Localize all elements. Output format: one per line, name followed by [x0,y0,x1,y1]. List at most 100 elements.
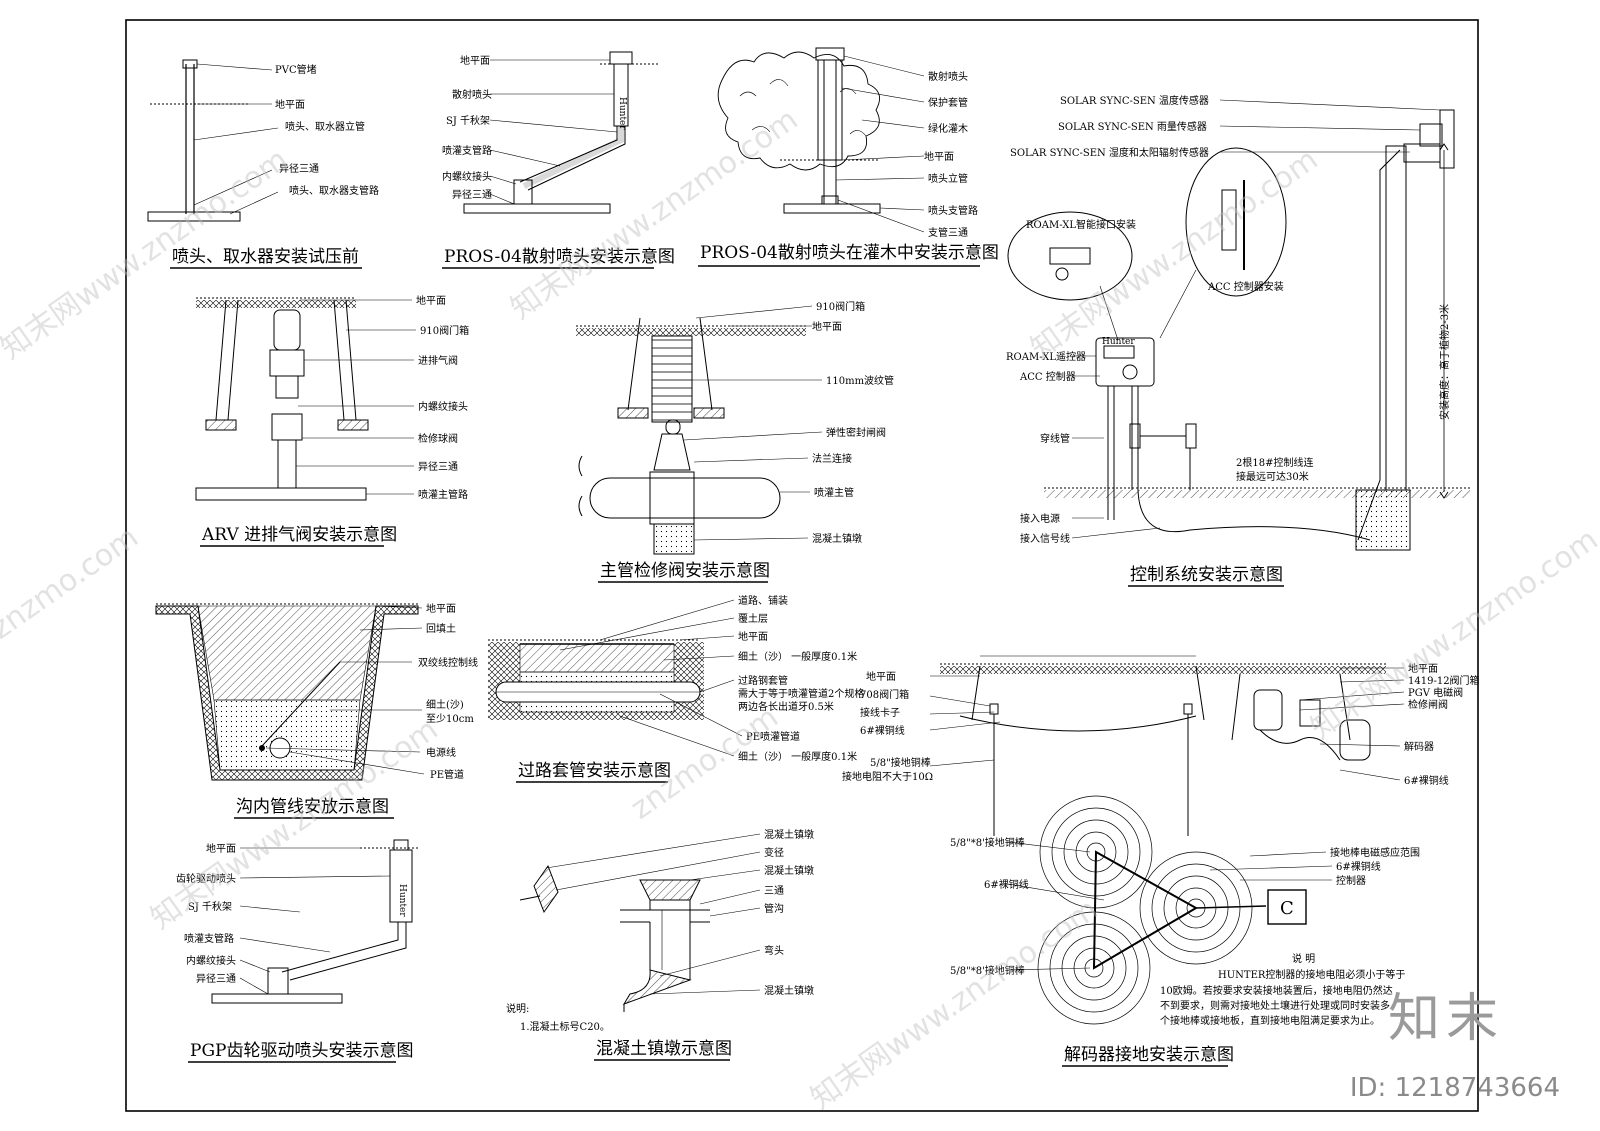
label: 接线卡子 [860,706,900,719]
panel-title: 过路套管安装示意图 [518,761,671,781]
label: 内螺纹接头 [186,954,236,967]
label: 地平面 [416,294,446,307]
panel-title: 主管检修阀安装示意图 [600,561,770,581]
label: PE管道 [430,768,464,781]
label: SJ 千秋架 [446,114,490,127]
sheet-frame [125,19,1479,1112]
label: 细土(沙) [426,698,464,711]
label: 道路、铺装 [738,594,788,607]
note-line: 10欧姆。若按要求安装接地装置后，接地电阻仍然达 [1160,984,1393,997]
label: 6#裸铜线 [984,878,1029,891]
note-line: 不到要求，则需对接地处土壤进行处理或同时安装多 [1160,999,1390,1012]
label: 回填土 [426,622,456,635]
panel-pros04-shrub: 散射喷头 保护套管 绿化灌木 地平面 喷头立管 喷头支管路 支管三通 PROS-… [698,47,999,267]
label: 混凝土镇墩 [764,864,814,877]
note-title: 说 明 [1292,952,1315,965]
label: SOLAR SYNC-SEN 雨量传感器 [1058,120,1207,133]
label: 绿化灌木 [928,122,968,135]
label: 混凝土镇墩 [812,532,862,545]
panel-title: ARV 进排气阀安装示意图 [201,525,397,545]
label: 1419-12阀门箱 [1408,674,1480,687]
label: 喷头支管路 [928,204,978,217]
label: 喷头立管 [928,172,968,185]
panel-title: 喷头、取水器安装试压前 [172,247,359,267]
label: 110mm波纹管 [826,374,894,387]
watermark: 知末网www.znzmo.com [505,102,805,327]
label: 6#裸铜线 [1336,860,1381,873]
panel-title: 沟内管线安放示意图 [236,797,389,817]
label: 喷头、取水器立管 [285,120,365,133]
panel-pgp-install: Hunter 地平面 齿轮驱动喷头 SJ 千秋架 喷灌支管路 内螺纹接头 异径三… [176,839,420,1063]
watermark: 知末网www.znzmo.com [805,892,1105,1117]
label: 地平面 [426,602,456,615]
label: ROAM-XL遥控器 [1006,350,1086,363]
panel-title: 混凝土镇墩示意图 [596,1039,732,1059]
label: 2根18#控制线连 [1236,456,1313,469]
label: PVC管堵 [275,63,317,76]
panel-title: PROS-04散射喷头安装示意图 [444,247,675,267]
controller-box [1267,889,1307,925]
label: 6#裸铜线 [860,724,905,737]
label: SOLAR SYNC-SEN 温度传感器 [1060,94,1209,107]
label: 5/8"*8'接地铜棒 [950,964,1025,977]
image-id: ID: 1218743664 [1349,1073,1560,1103]
label: 内螺纹接头 [442,170,492,183]
label: 地平面 [866,670,896,683]
label: SOLAR SYNC-SEN 湿度和太阳辐射传感器 [1010,146,1209,159]
label: 解码器 [1404,740,1434,753]
label: ACC 控制器安装 [1207,280,1284,293]
controller-letter: C [1280,898,1294,919]
label: 穿线管 [1040,432,1070,445]
label: ROAM-XL智能接口安装 [1026,218,1136,231]
brand-logo: Hunter [617,97,627,130]
label: 控制器 [1336,874,1366,887]
note-line: 1.混凝土标号C20。 [520,1020,610,1033]
brand-logo: Hunter [397,884,407,917]
label: 910阀门箱 [816,300,865,313]
panel-pros04-install: Hunter 地平面 散射喷头 SJ 千秋架 喷灌支管路 内螺纹接头 异径三通 … [442,51,675,269]
label: 接最远可达30米 [1236,470,1309,483]
label: 地平面 [738,630,768,643]
label: 地平面 [460,54,490,67]
label: 喷头、取水器支管路 [289,184,379,197]
label: 检修闸阀 [1408,698,1448,711]
label: 地平面 [275,98,305,111]
brand-watermark: 知末 [1387,989,1504,1049]
label: 异径三通 [452,188,492,201]
panel-control-system: SOLAR SYNC-SEN 温度传感器 SOLAR SYNC-SEN 雨量传感… [1006,94,1470,587]
label: 内螺纹接头 [418,400,468,413]
label: 细土（沙） 一般厚度0.1米 [738,650,857,663]
panel-sprinkler-pressure-test: PVC管堵 地平面 喷头、取水器立管 异径三通 喷头、取水器支管路 喷头、取水器… [147,59,379,269]
label: 散射喷头 [928,70,968,83]
label: 变径 [764,846,784,859]
label: 法兰连接 [812,452,852,465]
label: 电源线 [426,746,456,759]
brand-logo: Hunter [1102,337,1135,347]
panel-title: 控制系统安装示意图 [1130,565,1283,585]
watermark: znzmo.com [0,520,145,647]
label: 地平面 [924,150,954,163]
label: 过路钢套管 [738,674,788,687]
panel-arv-valve: 地平面 910阀门箱 进排气阀 内螺纹接头 检修球阀 异径三通 喷灌主管路 AR… [195,294,469,547]
label: PE喷灌管道 [746,730,800,743]
watermark: 知末网www.znzmo.com [1025,142,1325,367]
label: 需大于等于喷灌管道2个规格 [738,687,864,700]
label: 三通 [764,885,784,897]
label: 接地棒电磁感应范围 [1330,846,1420,859]
label: 地平面 [812,320,842,333]
label: 弯头 [764,944,784,957]
label: 覆土层 [738,612,768,625]
label: 支管三通 [928,226,968,239]
panel-concrete-thrust: 混凝土镇墩 变径 混凝土镇墩 三通 管沟 弯头 混凝土镇墩 说明: 1.混凝土标… [506,828,814,1061]
watermark: 知末网www.znzmo.com [1305,522,1600,747]
label: 混凝土镇墩 [764,828,814,841]
label: 细土（沙） 一般厚度0.1米 [738,750,857,763]
label: 地平面 [206,842,236,855]
label: PGV 电磁阀 [1408,686,1463,699]
label: ACC 控制器 [1019,370,1076,383]
label: 安装高度：高于植物2-3米 [1438,304,1451,420]
panel-road-sleeve: 道路、铺装 覆土层 地平面 细土（沙） 一般厚度0.1米 过路钢套管 需大于等于… [488,594,864,783]
label: 两边各长出道牙0.5米 [738,700,834,713]
label: 异径三通 [196,972,236,985]
